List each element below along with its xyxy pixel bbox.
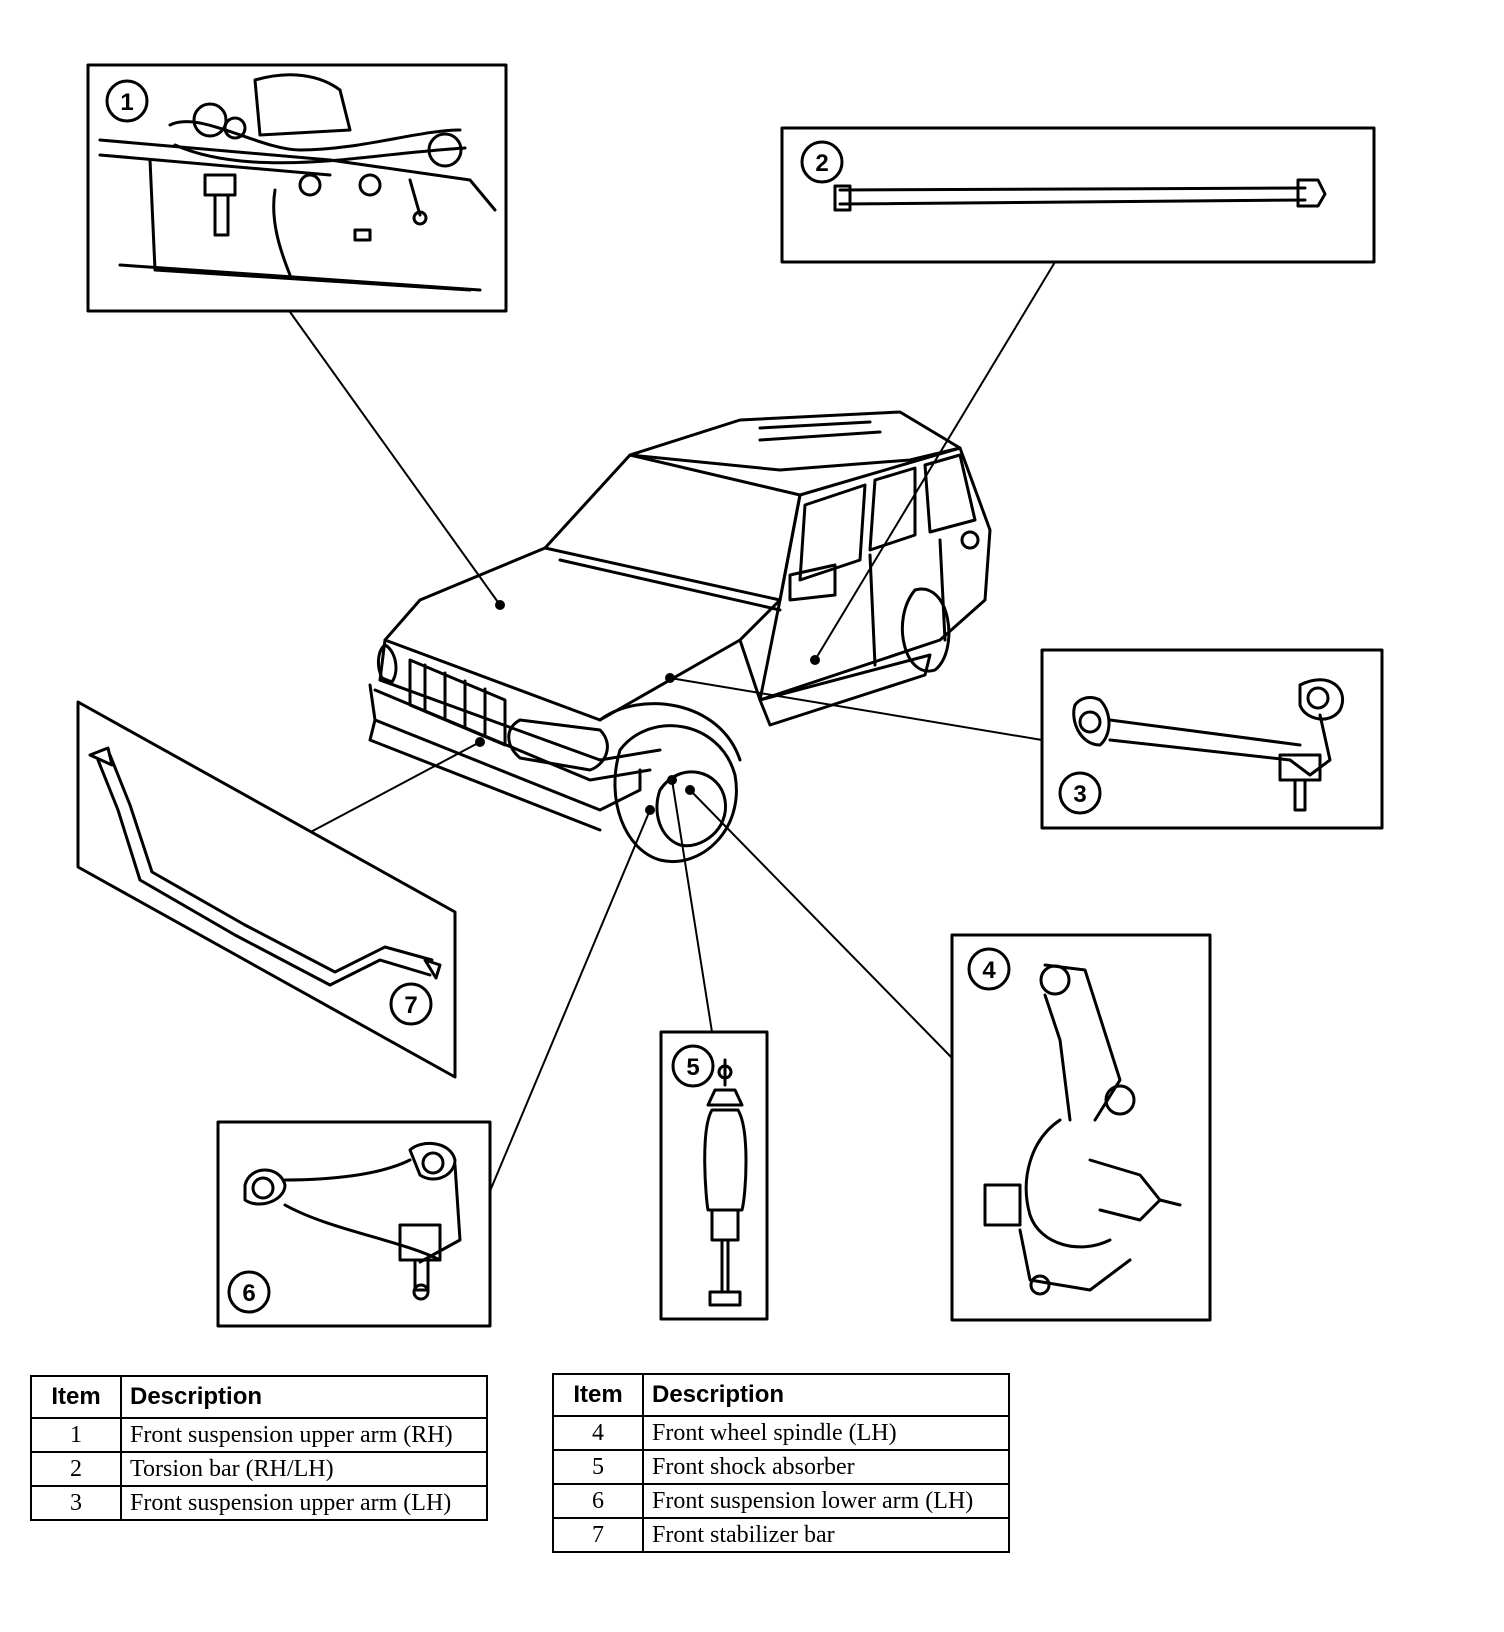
panel-stabilizer-bar xyxy=(76,700,457,1079)
header-description: Description xyxy=(642,1373,1010,1417)
panel-spindle-lh xyxy=(950,933,1212,1322)
table-header-row: Item Description xyxy=(30,1375,488,1419)
header-description: Description xyxy=(120,1375,488,1419)
parts-table-left: Item Description 1 Front suspension uppe… xyxy=(30,1375,488,1521)
header-item: Item xyxy=(552,1373,644,1417)
row-description: Front stabilizer bar xyxy=(642,1517,1010,1553)
row-description: Front suspension lower arm (LH) xyxy=(642,1483,1010,1519)
row-item: 4 xyxy=(552,1415,644,1451)
panel-torsion-bar xyxy=(780,126,1376,264)
callout-2: 2 xyxy=(815,150,828,177)
vehicle-illustration xyxy=(368,410,992,863)
row-item: 5 xyxy=(552,1449,644,1485)
leader-lines xyxy=(289,261,1056,1204)
parts-table-right: Item Description 4 Front wheel spindle (… xyxy=(552,1373,1010,1553)
callout-6: 6 xyxy=(242,1280,255,1307)
table-row: 5 Front shock absorber xyxy=(552,1449,1010,1485)
stabilizer-bar-shape xyxy=(88,746,442,987)
panel-upper-arm-rh xyxy=(86,63,508,313)
row-item: 6 xyxy=(552,1483,644,1519)
header-item: Item xyxy=(30,1375,122,1419)
leader-points xyxy=(475,600,820,815)
table-row: 4 Front wheel spindle (LH) xyxy=(552,1415,1010,1451)
row-description: Front shock absorber xyxy=(642,1449,1010,1485)
table-row: 7 Front stabilizer bar xyxy=(552,1517,1010,1553)
table-row: 2 Torsion bar (RH/LH) xyxy=(30,1451,488,1487)
table-row: 3 Front suspension upper arm (LH) xyxy=(30,1485,488,1521)
callout-4: 4 xyxy=(982,957,996,984)
row-description: Front suspension upper arm (LH) xyxy=(120,1485,488,1521)
table-header-row: Item Description xyxy=(552,1373,1010,1417)
row-item: 2 xyxy=(30,1451,122,1487)
row-description: Front suspension upper arm (RH) xyxy=(120,1417,488,1453)
table-row: 1 Front suspension upper arm (RH) xyxy=(30,1417,488,1453)
callout-1: 1 xyxy=(120,89,133,116)
row-item: 1 xyxy=(30,1417,122,1453)
row-description: Front wheel spindle (LH) xyxy=(642,1415,1010,1451)
callout-3: 3 xyxy=(1073,781,1086,808)
row-item: 7 xyxy=(552,1517,644,1553)
callout-5: 5 xyxy=(686,1054,699,1081)
callout-7: 7 xyxy=(404,992,417,1019)
row-item: 3 xyxy=(30,1485,122,1521)
row-description: Torsion bar (RH/LH) xyxy=(120,1451,488,1487)
table-row: 6 Front suspension lower arm (LH) xyxy=(552,1483,1010,1519)
